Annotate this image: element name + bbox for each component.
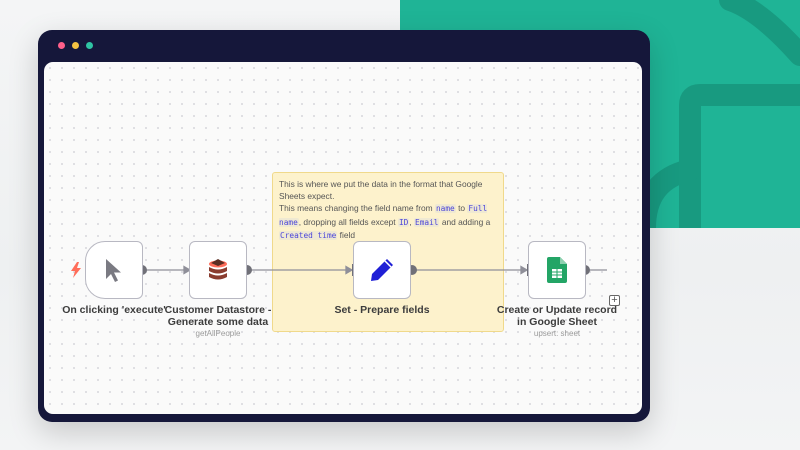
add-node-button[interactable]: +: [609, 295, 620, 306]
sticky-line-1: This is where we put the data in the for…: [279, 179, 483, 202]
node-label: Create or Update record in Google Sheet: [496, 304, 618, 328]
code-created-time: Created time: [279, 230, 338, 240]
node-customer-datastore[interactable]: [189, 241, 247, 299]
code-id: ID: [397, 217, 410, 227]
code-name: name: [434, 204, 456, 214]
sticky-note[interactable]: This is where we put the data in the for…: [272, 172, 504, 332]
node-label: Set - Prepare fields: [334, 304, 430, 316]
lightning-icon: [71, 262, 81, 278]
node-subtitle: getAllPeople: [195, 329, 241, 338]
node-google-sheets[interactable]: [528, 241, 586, 299]
google-sheets-icon: [547, 257, 567, 283]
pen-icon: [371, 259, 393, 281]
code-email: Email: [414, 217, 440, 227]
node-set-prepare-fields[interactable]: [353, 241, 411, 299]
window-controls: [58, 42, 93, 49]
database-icon: [209, 259, 227, 280]
close-dot[interactable]: [58, 42, 65, 49]
connections: [137, 264, 607, 276]
node-label: Customer Datastore - Generate some data: [164, 304, 272, 328]
node-label: On clicking 'execute': [62, 304, 166, 316]
plus-icon: +: [611, 294, 618, 306]
node-subtitle: upsert: sheet: [533, 329, 581, 338]
workflow-canvas[interactable]: This is where we put the data in the for…: [44, 62, 642, 414]
cursor-icon: [106, 259, 121, 282]
app-window: This is where we put the data in the for…: [38, 30, 650, 422]
node-manual-trigger[interactable]: [85, 241, 143, 299]
maximize-dot[interactable]: [86, 42, 93, 49]
minimize-dot[interactable]: [72, 42, 79, 49]
